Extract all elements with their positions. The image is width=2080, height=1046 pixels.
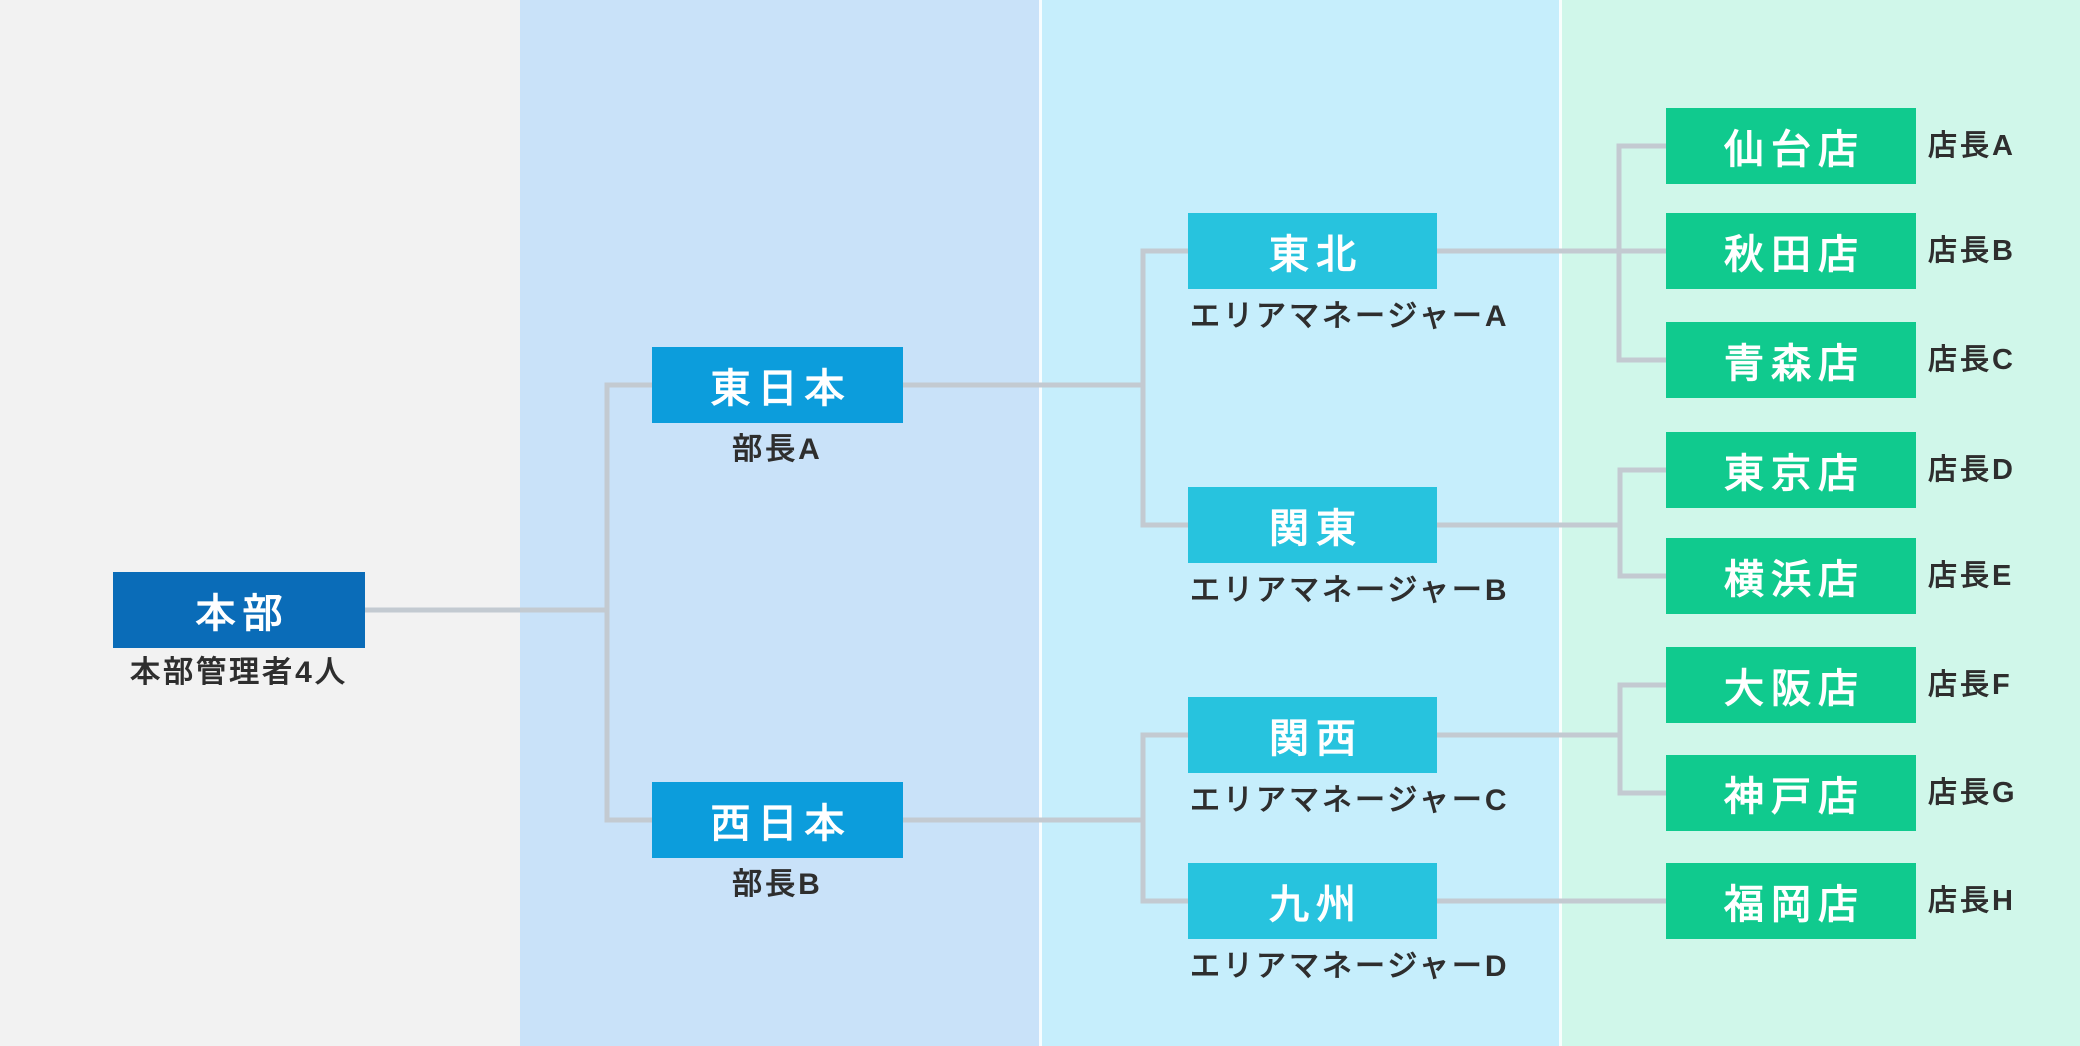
node-fukuoka-store: 福岡店 [1666,863,1916,939]
connector-tohoku-to-stores [1437,143,1666,363]
caption-director-a: 部長A [732,433,823,466]
caption-store-manager-h: 店長H [1928,885,2016,917]
caption-headquarters-managers: 本部管理者4人 [130,656,348,689]
node-kobe-store: 神戸店 [1666,755,1916,831]
band-divider [1039,0,1042,1046]
connector-kanto-to-stores [1437,467,1666,579]
caption-area-manager-d: エリアマネージャーD [1190,950,1510,983]
node-kansai: 関西 [1188,697,1437,773]
node-osaka-store: 大阪店 [1666,647,1916,723]
caption-store-manager-d: 店長D [1928,454,2016,486]
caption-store-manager-e: 店長E [1928,560,2015,592]
caption-store-manager-c: 店長C [1928,344,2016,376]
connector-west-to-areas [903,732,1188,904]
caption-store-manager-g: 店長G [1928,777,2018,809]
connector-hq-to-divisions [365,382,652,823]
node-kyushu: 九州 [1188,863,1437,939]
caption-store-manager-a: 店長A [1928,130,2016,162]
connector-kansai-to-stores [1437,682,1666,796]
caption-director-b: 部長B [732,868,823,901]
node-yokohama-store: 横浜店 [1666,538,1916,614]
node-west-japan: 西日本 [652,782,903,858]
caption-area-manager-a: エリアマネージャーA [1190,300,1510,333]
node-tokyo-store: 東京店 [1666,432,1916,508]
node-east-japan: 東日本 [652,347,903,423]
band-headquarters [0,0,520,1046]
node-headquarters: 本部 [113,572,365,648]
caption-store-manager-f: 店長F [1928,669,2013,701]
node-kanto: 関東 [1188,487,1437,563]
caption-area-manager-c: エリアマネージャーC [1190,784,1510,817]
connector-east-to-areas [903,248,1188,528]
node-aomori-store: 青森店 [1666,322,1916,398]
node-tohoku: 東北 [1188,213,1437,289]
node-akita-store: 秋田店 [1666,213,1916,289]
caption-area-manager-b: エリアマネージャーB [1190,574,1510,607]
caption-store-manager-b: 店長B [1928,235,2016,267]
node-sendai-store: 仙台店 [1666,108,1916,184]
